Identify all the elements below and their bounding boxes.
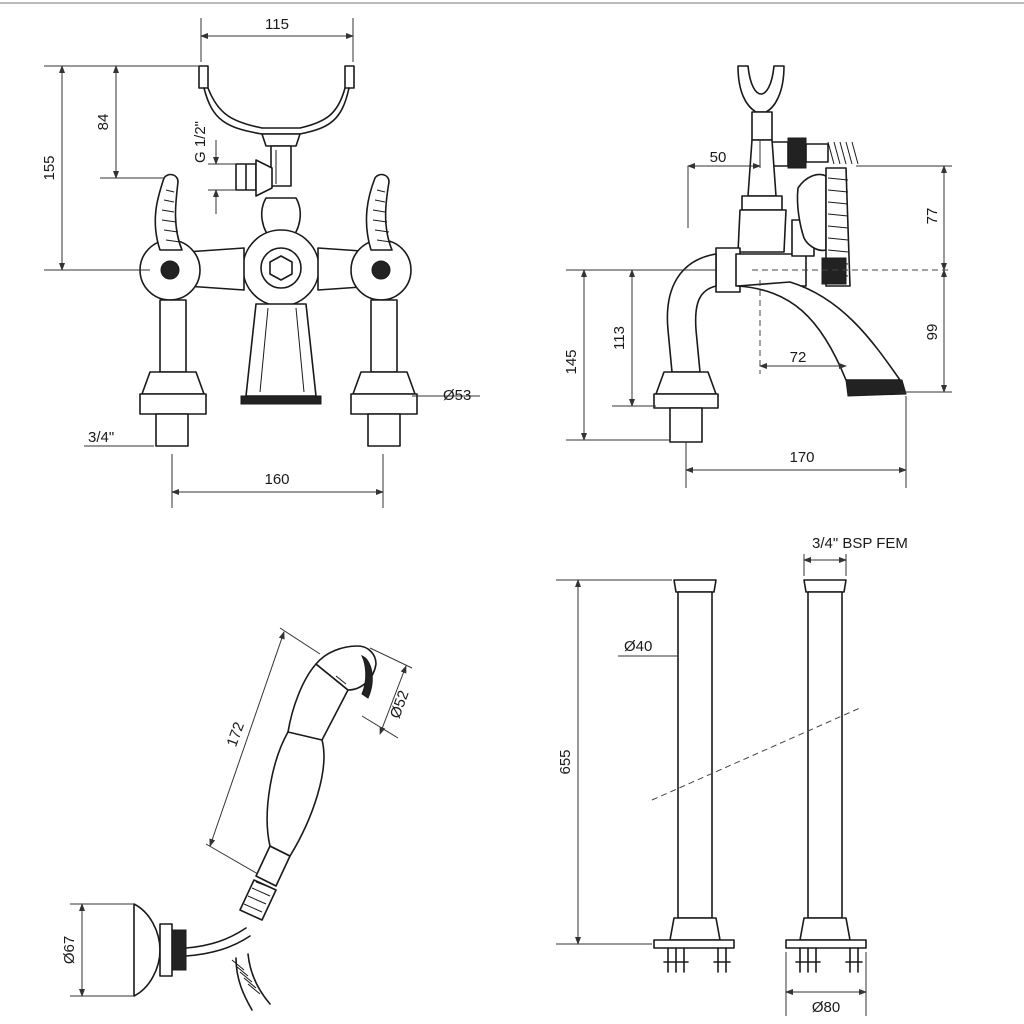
dim-connection: 3/4" BSP FEM <box>812 535 908 552</box>
right-leg <box>350 299 418 447</box>
standpipe-dimensions <box>556 554 867 1016</box>
dim-outlet-offset: 50 <box>710 149 727 166</box>
dim-centres: 160 <box>264 471 289 488</box>
dim-shroud-diameter: Ø53 <box>443 387 471 404</box>
dim-total-depth: 170 <box>789 449 814 466</box>
left-leg <box>139 299 207 447</box>
break-line <box>651 707 861 801</box>
dim-spout-reach: 72 <box>790 349 807 366</box>
dim-outlet-height: 84 <box>95 114 112 131</box>
side-lever-handle <box>796 167 851 287</box>
side-dimensions <box>566 140 952 488</box>
dim-top-width: 115 <box>265 16 289 33</box>
dim-head-diameter: Ø52 <box>387 688 413 720</box>
dim-total-height: 155 <box>41 155 58 180</box>
side-view: 50 77 99 145 113 72 170 <box>563 65 952 488</box>
hose-connector <box>767 137 859 169</box>
handshower-view: 172 Ø52 Ø67 <box>61 627 413 1011</box>
dim-pipe-diameter: Ø40 <box>624 638 652 655</box>
right-lever-handle <box>350 173 412 301</box>
dim-outlet-thread: G 1/2" <box>192 121 209 163</box>
handshower-body <box>239 645 377 921</box>
dim-inlet-thread: 3/4" <box>88 429 114 446</box>
dim-lower-height: 99 <box>924 324 941 341</box>
wall-bracket <box>133 903 251 997</box>
standpipe-right <box>785 579 867 973</box>
dim-handshower-length: 172 <box>224 720 249 749</box>
front-view: 115 84 155 G 1/2" Ø53 3/4" 160 <box>41 16 480 508</box>
standpipes-view: 3/4" BSP FEM Ø40 655 Ø80 <box>556 535 908 1016</box>
dim-spout-height: 113 <box>611 326 628 350</box>
central-valve <box>242 197 320 307</box>
dim-base-diameter: Ø80 <box>812 999 840 1016</box>
standpipe-left <box>653 579 735 973</box>
left-lever-handle <box>139 173 201 301</box>
dim-standpipe-height: 655 <box>557 749 574 774</box>
dim-bracket-diameter: Ø67 <box>61 936 78 964</box>
dim-body-height: 145 <box>563 349 580 374</box>
handshower-dimensions <box>70 627 413 997</box>
dim-upper-height: 77 <box>924 208 941 225</box>
side-outlet <box>235 159 273 197</box>
handshower-cradle <box>198 65 355 187</box>
front-dimensions <box>44 18 480 508</box>
